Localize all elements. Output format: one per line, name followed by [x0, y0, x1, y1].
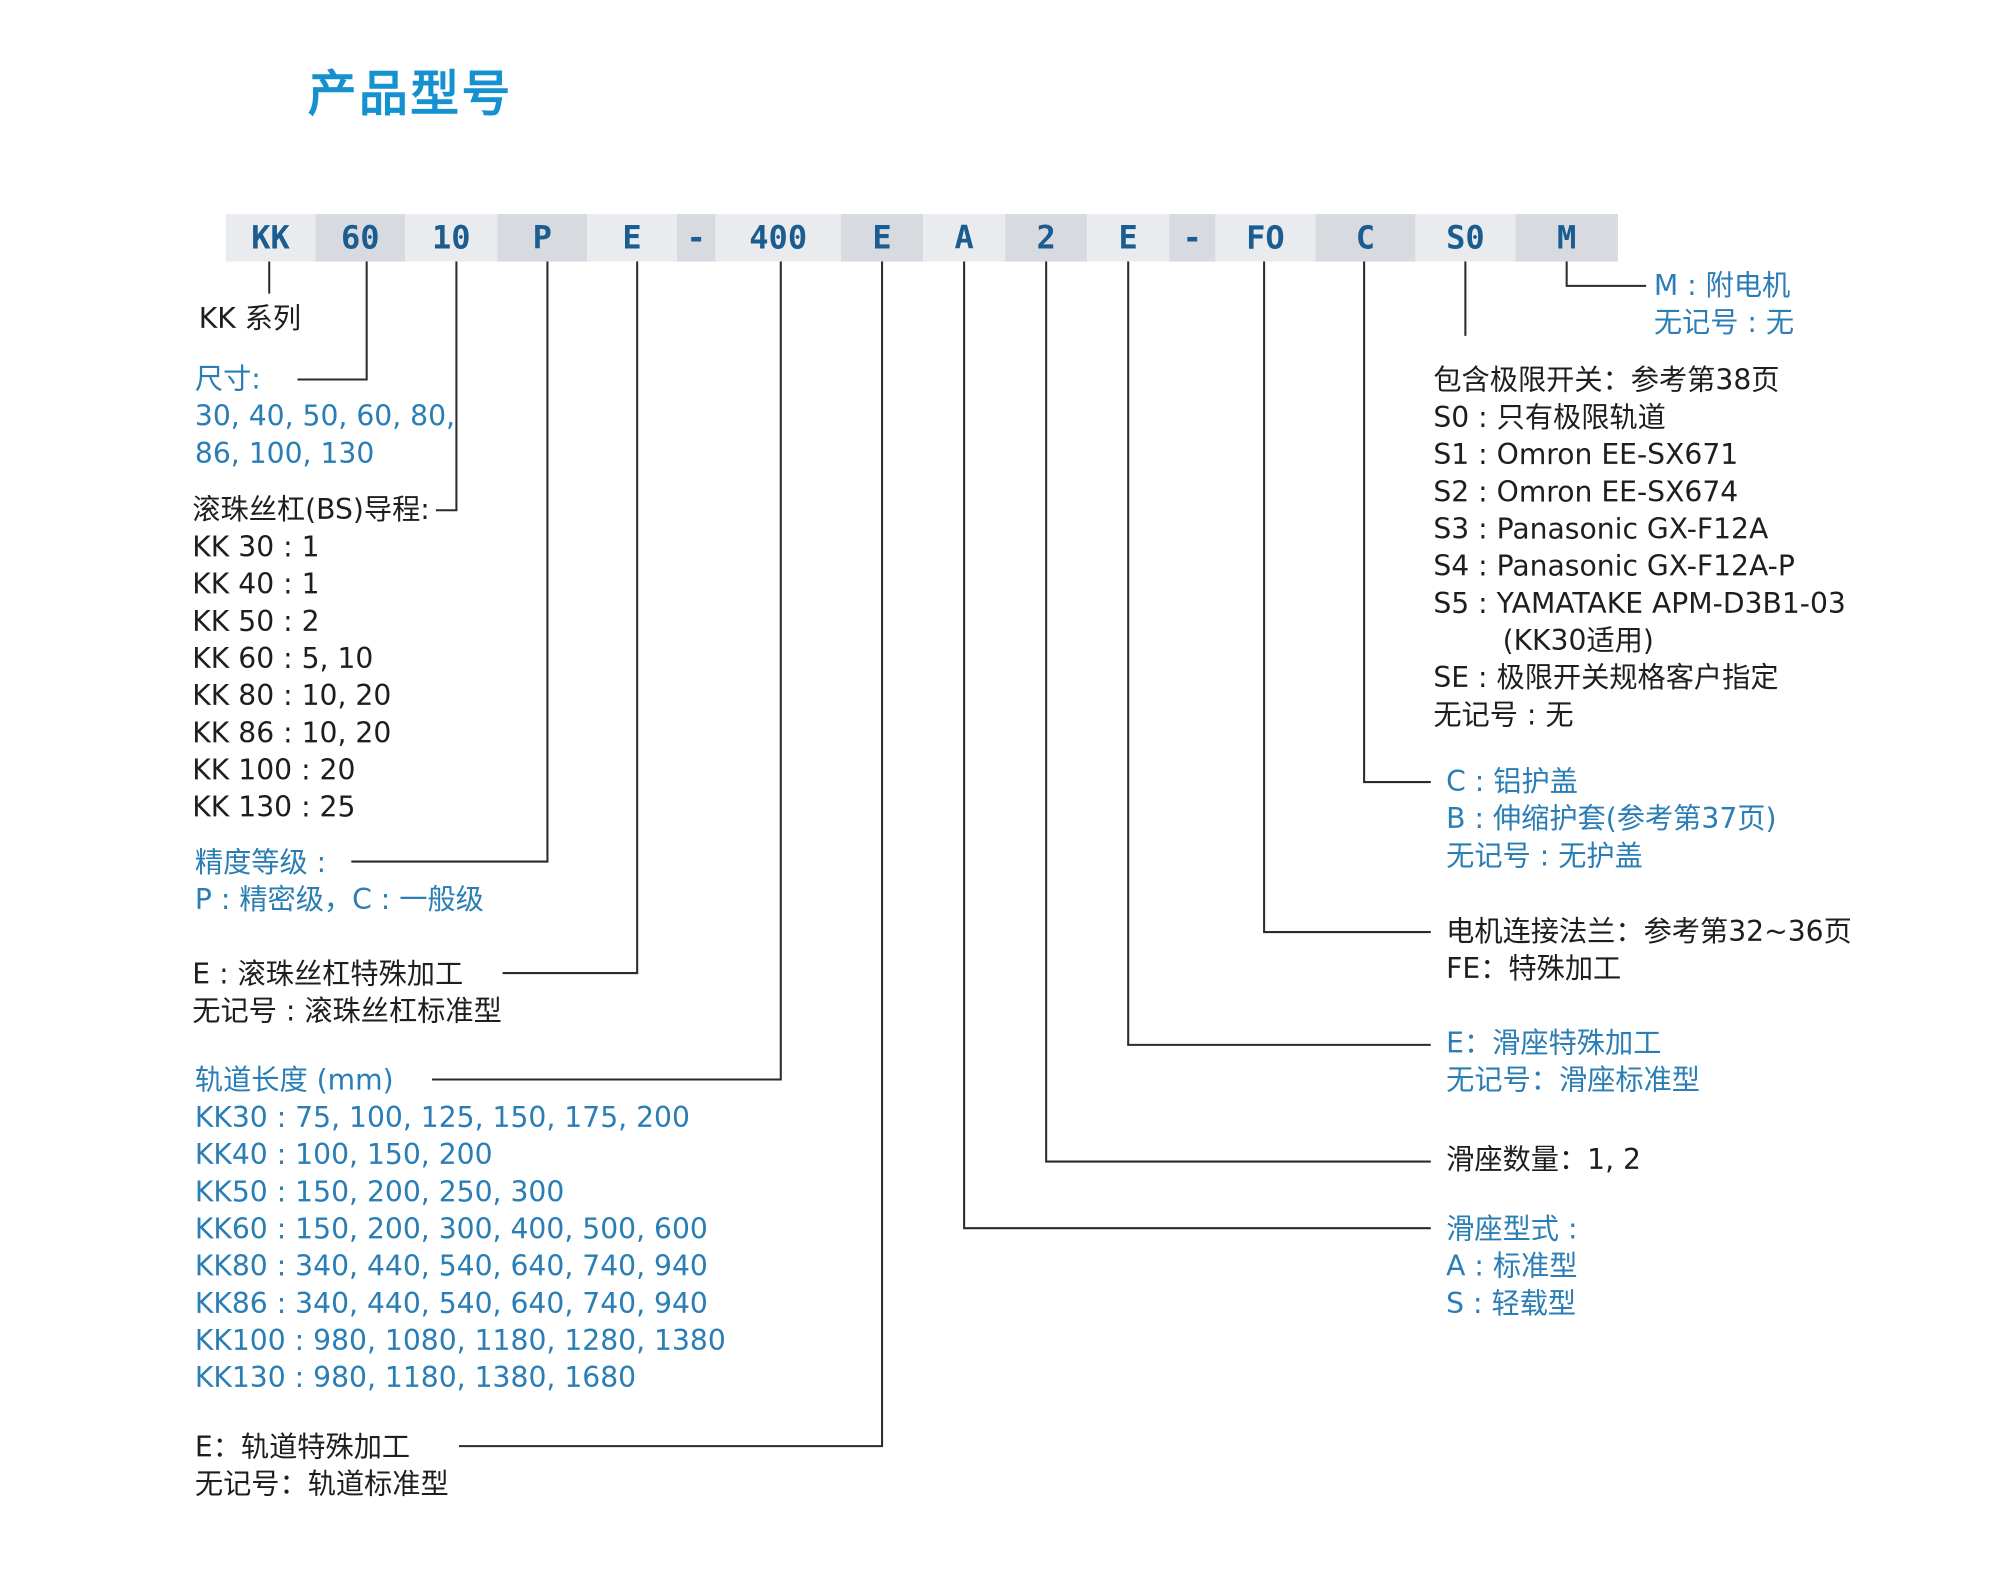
connector-motor [1565, 261, 1647, 287]
cover-options: C : 铝护盖 B : 伸缩护套(参考第37页) 无记号 : 无护盖 [1446, 766, 1777, 874]
code-segment-precision: P [497, 214, 588, 262]
series-label: KK 系列 [198, 303, 302, 336]
connector-rail-special [458, 261, 884, 1448]
size-options: 尺寸: 30, 40, 50, 60, 80, 86, 100, 130 [194, 364, 456, 471]
slider-count-options: 滑座数量：1, 2 [1446, 1144, 1642, 1177]
code-segment-slider-type: A [923, 214, 1006, 262]
page-title: 产品型号 [307, 65, 513, 122]
connector-rail-length [432, 261, 782, 1081]
connector-precision [351, 261, 549, 863]
code-segment-rail-special: E [841, 214, 924, 262]
rail-special-options: E：轨道特殊加工 无记号：轨道标准型 [194, 1432, 449, 1502]
code-segment-cover: C [1315, 214, 1416, 262]
code-segment-rail-length: 400 [715, 214, 842, 262]
code-segment-slider-special: E [1087, 214, 1170, 262]
code-segment-lead: 10 [405, 214, 498, 262]
connector-bs-special [502, 261, 639, 975]
code-segment-limit-switch: S0 [1415, 214, 1516, 262]
connector-lead [435, 261, 458, 512]
rail-length-options: 轨道长度 (mm) KK30 : 75, 100, 125, 150, 175,… [194, 1065, 726, 1395]
connector-cover [1363, 261, 1431, 784]
code-segment-motor: M [1515, 214, 1618, 262]
code-segment-dash: - [676, 214, 716, 262]
connector-slider-special [1127, 261, 1431, 1046]
connector-flange [1263, 261, 1431, 934]
precision-options: 精度等级 : P : 精密级，C : 一般级 [194, 847, 484, 917]
code-segment-dash: - [1169, 214, 1216, 262]
connector-slider-count [1045, 261, 1431, 1163]
code-segment-size: 60 [315, 214, 406, 262]
connector-slider-type [963, 261, 1431, 1230]
motor-options: M : 附电机 无记号 : 无 [1653, 270, 1795, 340]
connector-size [297, 261, 368, 381]
code-segment-flange: FO [1215, 214, 1316, 262]
flange-options: 电机连接法兰：参考第32~36页 FE：特殊加工 [1446, 916, 1852, 986]
limit-switch-options: 包含极限开关：参考第38页 S0 : 只有极限轨道 S1 : Omron EE-… [1433, 365, 1846, 733]
slider-type-options: 滑座型式 : A : 标准型 S : 轻载型 [1446, 1214, 1578, 1321]
slider-special-options: E：滑座特殊加工 无记号：滑座标准型 [1446, 1028, 1701, 1098]
code-segment-series: KK [225, 214, 316, 262]
lead-options: 滚珠丝杠(BS)导程: KK 30 : 1 KK 40 : 1 KK 50 : … [192, 494, 430, 825]
bs-special-options: E : 滚珠丝杠特殊加工 无记号 : 滚珠丝杠标准型 [192, 958, 502, 1029]
model-code-bar: KK 60 10 P E - 400 E A 2 E - FO C S0 M [225, 214, 1618, 262]
code-segment-bs-special: E [587, 214, 677, 262]
code-segment-slider-count: 2 [1005, 214, 1088, 262]
